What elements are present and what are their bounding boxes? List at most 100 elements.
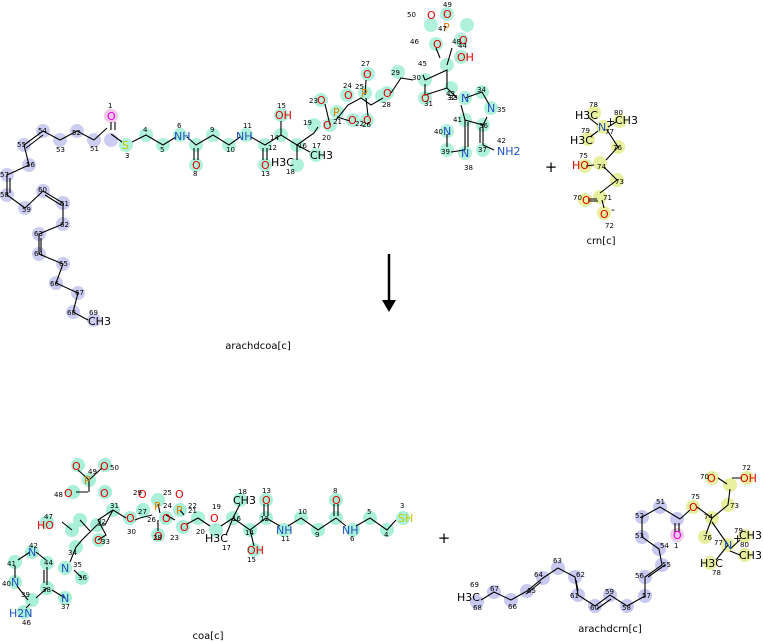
atom-O: O <box>348 114 357 127</box>
atom-number: 59 <box>605 588 614 596</box>
atom-number: 53 <box>56 146 65 154</box>
product-name-arachdcrn: arachdcrn[c] <box>578 624 642 635</box>
atom-number: 67 <box>75 289 84 297</box>
atom-number: 29 <box>133 489 142 497</box>
atom-O: O <box>323 119 332 132</box>
atom-number: 69 <box>470 581 479 589</box>
atom-number: 52 <box>635 512 644 520</box>
atom-N: N <box>461 92 469 105</box>
atom-number: 10 <box>298 508 307 516</box>
atom-number: 35 <box>73 561 82 569</box>
atom-O: O <box>210 512 219 525</box>
atom-number: 14 <box>245 529 254 537</box>
atom-O: O <box>363 114 372 127</box>
atom-number: 76 <box>703 534 712 542</box>
atom-number: 11 <box>243 122 252 130</box>
arachdcrn-atom-numbers: 1 51 52 53 54 55 56 57 58 59 60 61 62 63… <box>470 464 751 612</box>
atom-number: 21 <box>333 118 342 126</box>
atom-number: 20 <box>196 528 205 536</box>
atom-number: 60 <box>38 186 47 194</box>
atom-N: N <box>61 592 69 605</box>
charge-minus: - <box>611 203 615 216</box>
atom-number: 42 <box>497 137 506 145</box>
arachdcrn-atom-labels: O O O OH N + CH3 CH3 H3C H3C <box>457 472 762 604</box>
atom-number: 11 <box>281 535 290 543</box>
atom-number: 75 <box>579 152 588 160</box>
atom-O: O <box>427 9 436 22</box>
atom-number: 31 <box>110 502 119 510</box>
atom-number: 67 <box>490 585 499 593</box>
atom-number: 74 <box>597 163 606 171</box>
atom-number: 1 <box>108 102 112 110</box>
atom-number: 19 <box>212 503 221 511</box>
atom-number: 6 <box>177 122 182 130</box>
atom-N: N <box>461 147 469 160</box>
atom-number: 37 <box>478 146 487 154</box>
coa-structure: SH NH O NH O OH CH3 H3C O P O O O P O O … <box>2 458 413 642</box>
atom-number: 17 <box>222 544 231 552</box>
atom-O: O <box>421 92 430 105</box>
atom-number: 27 <box>138 508 147 516</box>
atom-O: O <box>261 159 270 172</box>
atom-O: O <box>459 34 468 47</box>
atom-number: 14 <box>270 134 279 142</box>
atom-number: 24 <box>163 502 172 510</box>
atom-number: 68 <box>473 604 482 612</box>
atom-number: 60 <box>590 604 599 612</box>
atom-HO: HO <box>37 519 54 532</box>
atom-number: 16 <box>232 515 241 523</box>
atom-CH3: CH3 <box>310 149 333 162</box>
atom-O: O <box>94 534 103 547</box>
atom-number: 13 <box>262 487 271 495</box>
atom-number: 70 <box>700 473 709 481</box>
atom-number: 30 <box>127 528 136 536</box>
atom-number: 69 <box>89 309 98 317</box>
atom-N: N <box>487 102 495 115</box>
atom-number: 41 <box>7 560 16 568</box>
atom-P: P <box>176 504 183 517</box>
atom-NH: NH <box>236 130 253 143</box>
atom-number: 74 <box>704 513 713 521</box>
atom-number: 16 <box>298 142 307 150</box>
atom-number: 8 <box>193 170 197 178</box>
atom-number: 58 <box>622 604 631 612</box>
atom-number: 66 <box>508 603 517 611</box>
atom-O: O <box>600 208 609 221</box>
atom-number: 48 <box>452 38 461 46</box>
atom-number: 51 <box>656 498 665 506</box>
atom-H2N: H2N <box>9 607 33 620</box>
atom-number: 72 <box>742 464 751 472</box>
atom-N-plus: N <box>724 539 732 552</box>
atom-number: 21 <box>188 507 197 515</box>
atom-O: O <box>689 501 698 514</box>
atom-O: O <box>582 194 591 207</box>
atom-O: O <box>363 68 372 81</box>
atom-number: 52 <box>72 129 81 137</box>
atom-CH3: CH3 <box>739 529 762 542</box>
atom-number: 79 <box>734 527 743 535</box>
atom-CH3: CH3 <box>739 549 762 562</box>
atom-OH: OH <box>275 109 292 122</box>
shared-oxygen-highlight <box>104 109 118 123</box>
atom-O: O <box>72 460 81 473</box>
atom-number: 50 <box>110 464 119 472</box>
atom-number: 36 <box>479 122 488 130</box>
atom-number: 59 <box>22 206 31 214</box>
atom-O: O <box>262 494 271 507</box>
reactant-name-crn: crn[c] <box>586 236 615 247</box>
atom-P: P <box>154 500 161 513</box>
atom-number: 38 <box>42 586 51 594</box>
atom-CH3: CH3 <box>615 114 638 127</box>
atom-number: 23 <box>309 97 318 105</box>
atom-number: 22 <box>355 120 364 128</box>
arachdcoa-atom-numbers: 1 3 4 5 6 8 9 10 11 12 13 14 15 16 17 18… <box>0 1 506 317</box>
atom-number: 54 <box>38 127 47 135</box>
atom-number: 26 <box>362 121 371 129</box>
atom-number: 73 <box>615 178 624 186</box>
atom-number: 18 <box>286 168 295 176</box>
atom-number: 53 <box>635 532 644 540</box>
atom-O: O <box>162 512 171 525</box>
atom-number: 62 <box>60 221 69 229</box>
atom-number: 63 <box>34 230 43 238</box>
crn-atom-numbers: 70 71 72 73 74 75 76 77 78 79 80 <box>573 101 624 230</box>
